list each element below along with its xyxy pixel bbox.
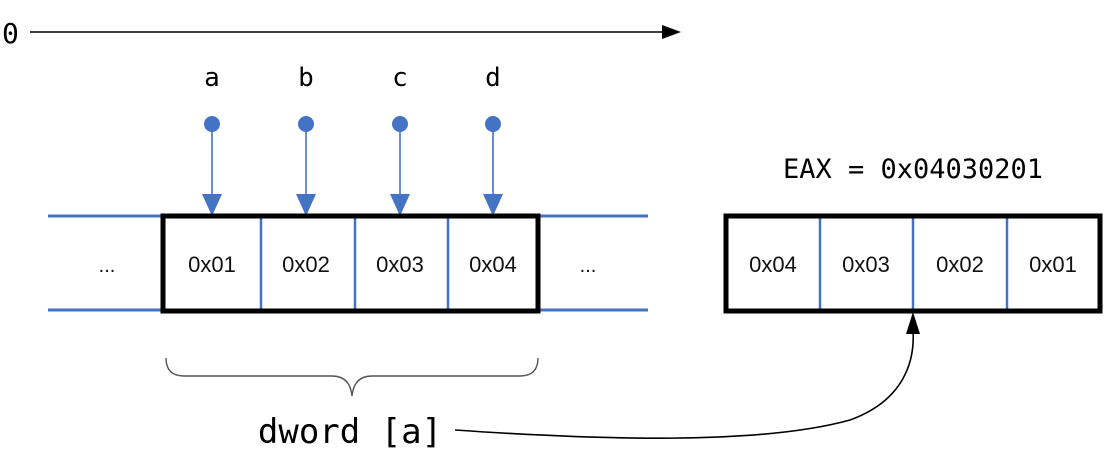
pointer-label-b: b bbox=[298, 63, 314, 93]
memory-cell-1: 0x02 bbox=[282, 252, 330, 277]
memory-right-ellipsis: ... bbox=[580, 255, 597, 277]
pointer-arrow-d bbox=[483, 116, 503, 216]
memory-cell-0: 0x01 bbox=[188, 252, 236, 277]
axis-origin-label: 0 bbox=[2, 17, 19, 50]
load-arrowhead bbox=[906, 312, 920, 334]
memory-strip: ... ... 0x01 0x02 0x03 0x04 bbox=[48, 213, 648, 314]
pointer-arrow-b bbox=[296, 116, 316, 216]
load-arrow-curve bbox=[454, 329, 915, 439]
memory-cell-2: 0x03 bbox=[376, 252, 424, 277]
register-cell-3: 0x01 bbox=[1029, 252, 1077, 277]
pointer-label-c: c bbox=[392, 63, 408, 93]
address-axis-arrowhead bbox=[662, 25, 681, 39]
memory-left-ellipsis: ... bbox=[99, 255, 116, 277]
pointer-label-d: d bbox=[485, 63, 501, 93]
pointer-arrow-a bbox=[202, 116, 222, 216]
memory-cell-3: 0x04 bbox=[469, 252, 517, 277]
pointer-arrow-c bbox=[390, 116, 410, 216]
register-box: 0x04 0x03 0x02 0x01 bbox=[723, 213, 1103, 314]
dword-brace bbox=[165, 357, 539, 397]
pointer-label-a: a bbox=[204, 63, 220, 93]
dword-highlight-box bbox=[160, 213, 541, 314]
operand-label: dword [a] bbox=[258, 412, 442, 452]
register-cell-0: 0x04 bbox=[749, 252, 797, 277]
register-cell-1: 0x03 bbox=[842, 252, 890, 277]
register-outline bbox=[723, 213, 1103, 314]
register-label: EAX = 0x04030201 bbox=[783, 154, 1043, 185]
register-cell-2: 0x02 bbox=[936, 252, 984, 277]
